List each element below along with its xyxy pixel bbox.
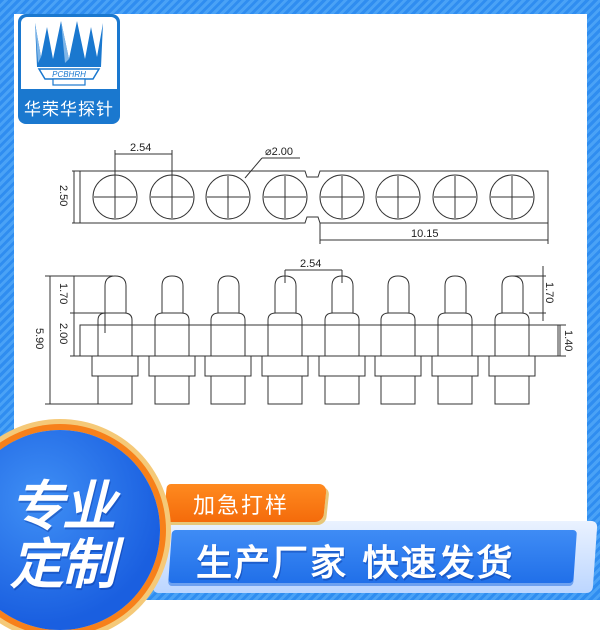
crown-probe-icon: PCBHRH [35, 21, 103, 86]
logo-emblem-area: PCBHRH [21, 17, 117, 89]
badge-text: 专业 定制 [10, 475, 116, 596]
badge-line-1: 专业 [10, 475, 116, 538]
technical-drawing: 2.54 ⌀2.00 10.15 2.50 2.54 5.90 1.70 2.0… [33, 142, 574, 405]
side-view-pins [45, 266, 566, 405]
span-label: 10.15 [411, 228, 439, 240]
blue-banner-text: 生产厂家 快速发货 [196, 543, 515, 584]
badge-circle [0, 430, 160, 630]
body-height-label: 2.00 [57, 323, 69, 344]
diameter-label: ⌀2.00 [265, 146, 293, 158]
badge-line-2: 定制 [10, 533, 116, 596]
top-view-strip [72, 150, 549, 244]
tip-height-right-label: 1.70 [543, 282, 555, 303]
strip-height-label: 2.50 [57, 185, 69, 206]
orange-tag-text: 加急打样 [193, 494, 290, 519]
tip-height-left-label: 1.70 [57, 283, 69, 304]
company-logo: PCBHRH 华荣华探针 [18, 14, 120, 124]
logo-brand-code: PCBHRH [52, 70, 86, 79]
logo-company-name: 华荣华探针 [24, 100, 114, 120]
top-pitch-label: 2.54 [130, 142, 151, 154]
side-pitch-label: 2.54 [300, 258, 321, 270]
total-height-label: 5.90 [33, 328, 45, 349]
bar-height-label: 1.40 [562, 330, 574, 351]
